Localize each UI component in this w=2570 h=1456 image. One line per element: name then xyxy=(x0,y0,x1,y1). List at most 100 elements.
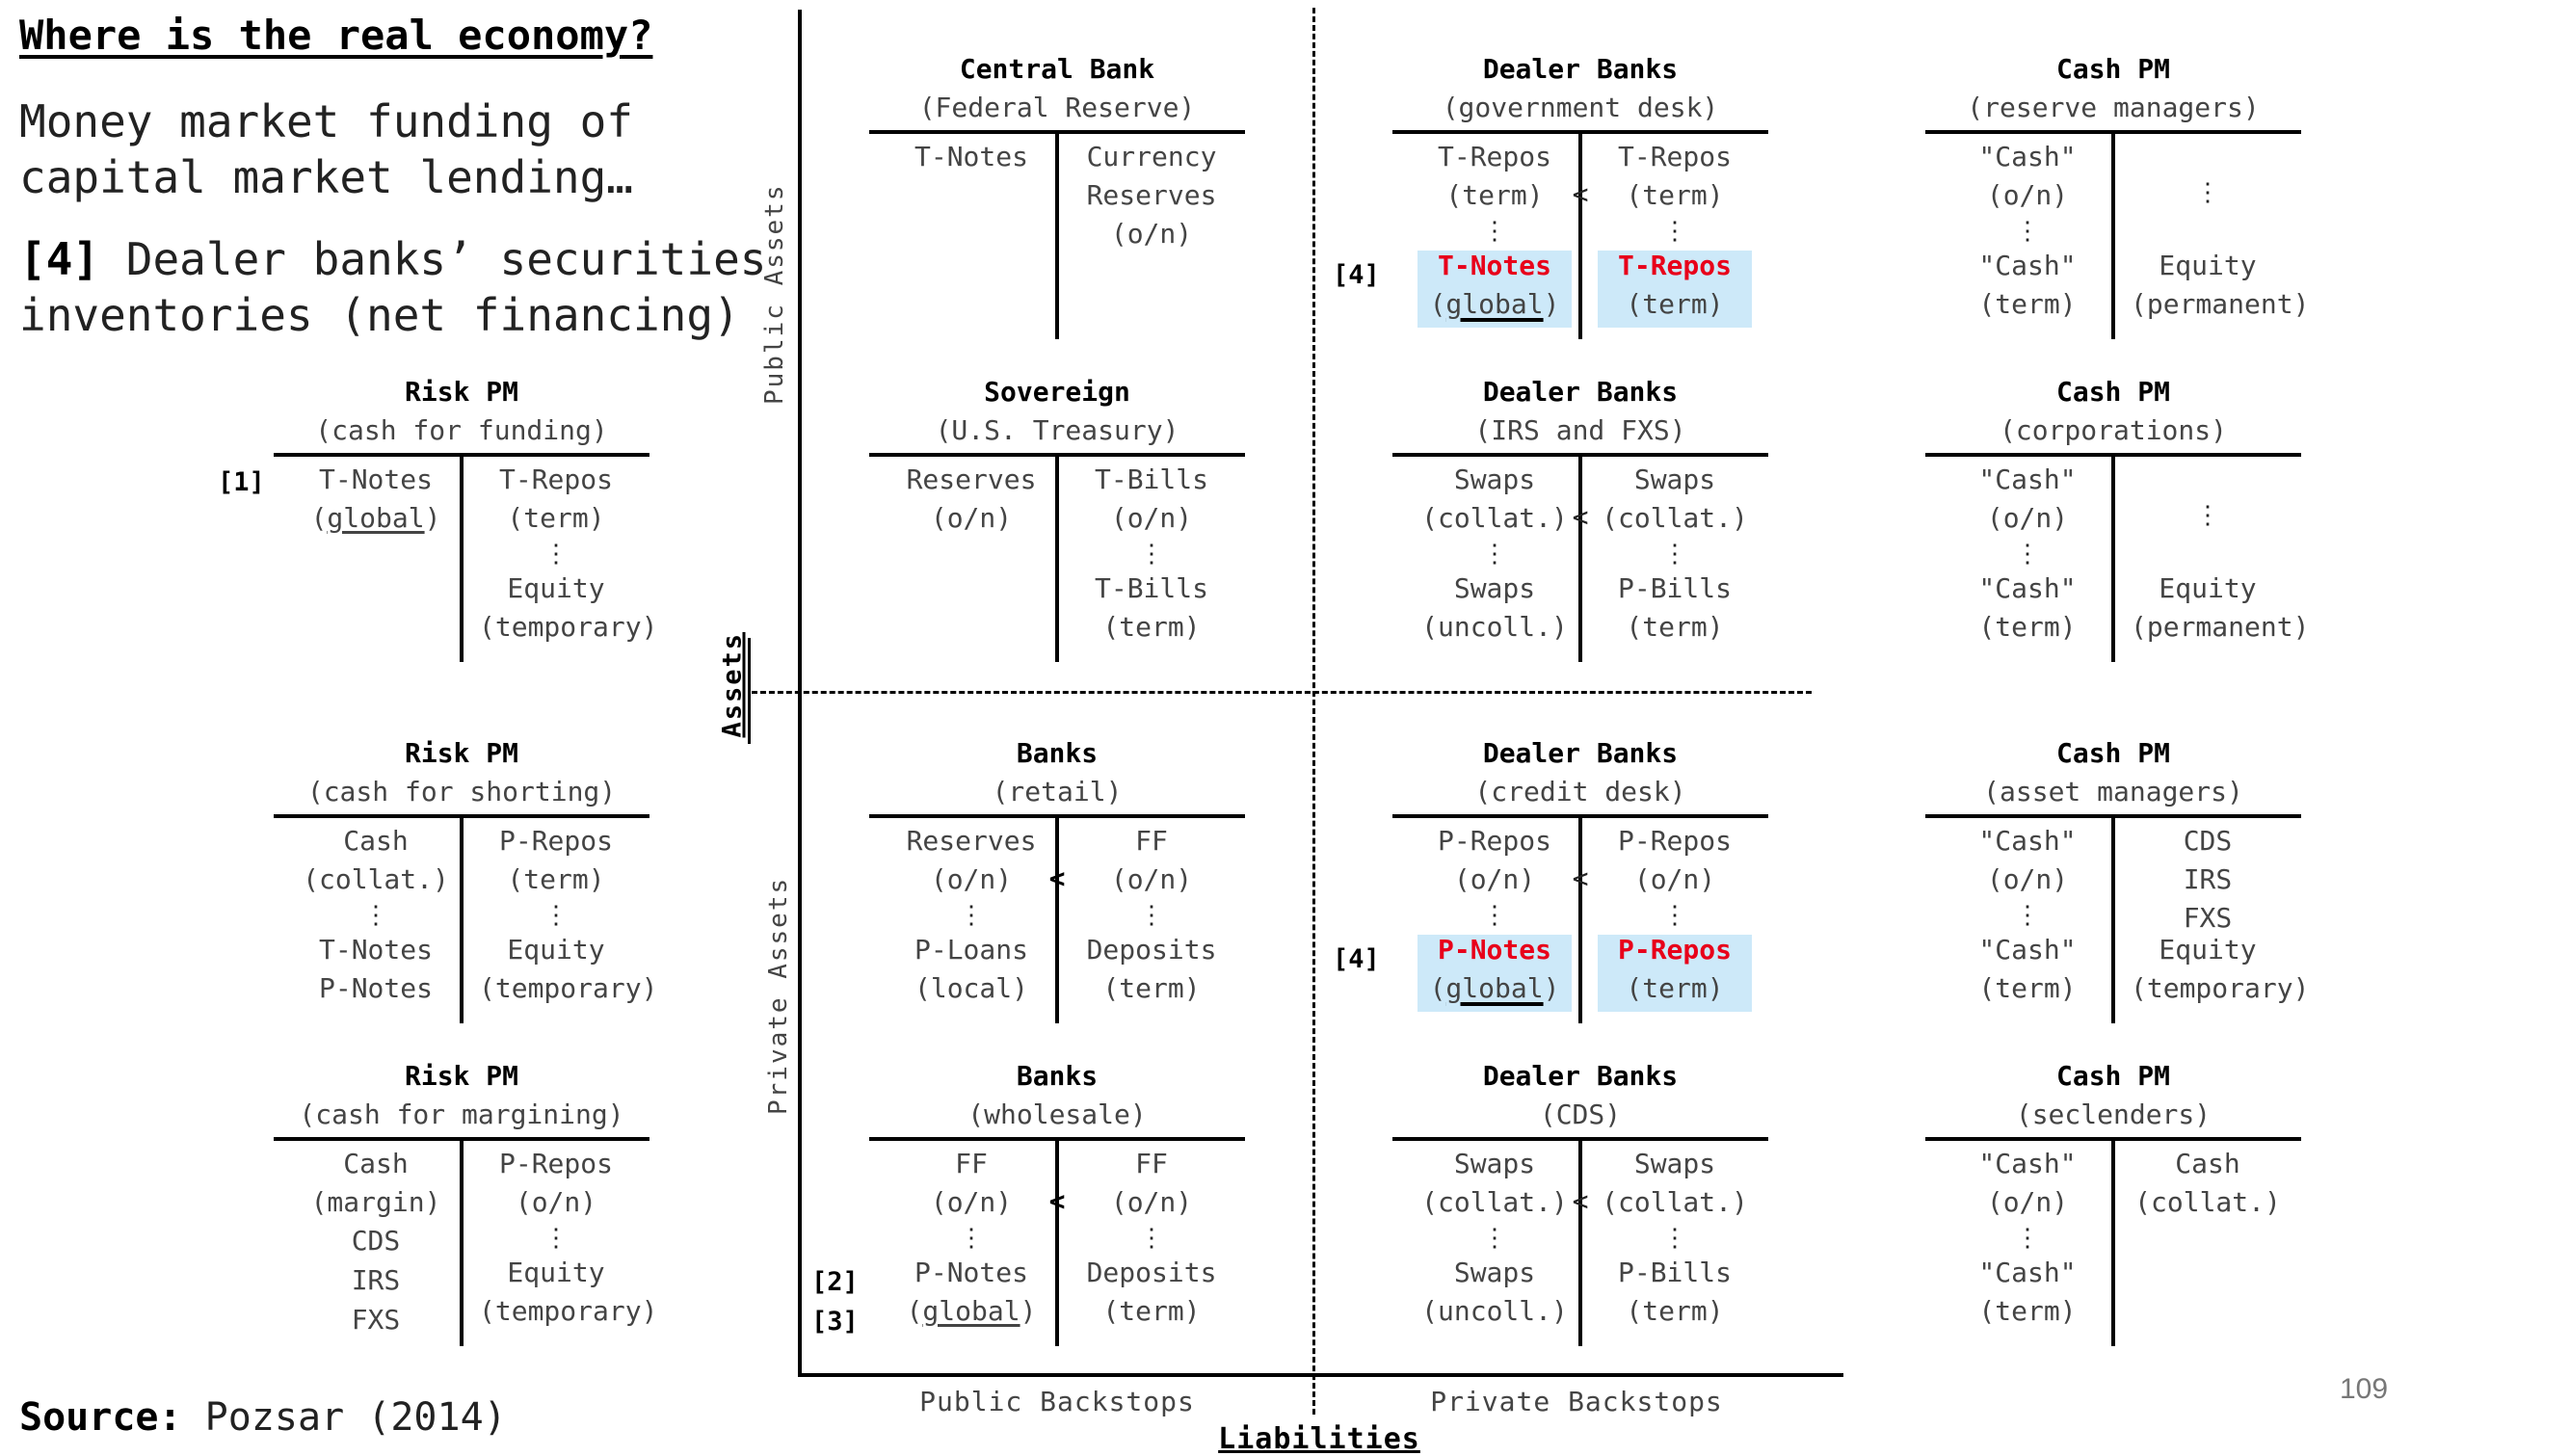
account-title: Dealer Banks xyxy=(1482,1060,1679,1092)
marker-4-bottom: [4] xyxy=(1333,944,1380,974)
entry-label: CDS xyxy=(2183,825,2233,857)
entry-label: T-Notes xyxy=(318,934,433,966)
account-subtitle: (credit desk) xyxy=(1474,776,1686,807)
global-link[interactable]: global xyxy=(922,1295,1020,1327)
entry-label: FF xyxy=(1135,1148,1168,1179)
t-account-banks-wholesale: Banks (wholesale) FF(o/n) FF(o/n) < ⋮ ⋮ … xyxy=(869,1060,1245,1349)
entry-label: P-Notes xyxy=(318,972,433,1004)
asset-entry: FF(o/n) xyxy=(894,1149,1048,1226)
entry-label: T-Repos xyxy=(498,463,613,495)
entry-label: IRS xyxy=(351,1264,401,1296)
account-title: Central Bank xyxy=(959,53,1155,85)
entry-label: Deposits xyxy=(1086,934,1217,966)
entry-label: Swaps xyxy=(1453,572,1536,604)
global-link[interactable]: global xyxy=(1445,288,1544,320)
entry-term: (o/n) xyxy=(1633,863,1716,895)
entry-term: (o/n) xyxy=(930,863,1013,895)
entry-term: (o/n) xyxy=(930,1186,1013,1218)
entry-label: T-Repos xyxy=(1437,141,1551,172)
account-title: Banks xyxy=(1016,737,1099,769)
asset-entry: Reserves(o/n) xyxy=(894,464,1048,542)
entry-label: P-Repos xyxy=(1617,825,1732,857)
account-title: Risk PM xyxy=(404,737,518,769)
liability-entry: Equity (temporary) xyxy=(479,1257,658,1335)
asset-entry: Swaps(uncoll.) xyxy=(1417,1257,1572,1335)
account-middle-rule xyxy=(1055,1139,1059,1346)
account-middle-rule xyxy=(1578,455,1582,662)
entry-term: (collat.) xyxy=(1602,502,1748,534)
entry-term: (term) xyxy=(507,863,605,895)
public-backstops-label: Public Backstops xyxy=(919,1386,1195,1417)
account-subtitle: (seclenders) xyxy=(2015,1099,2212,1130)
global-link[interactable]: global xyxy=(1445,972,1544,1004)
account-title: Cash PM xyxy=(2055,53,2170,85)
t-account-cash-pm-asset-managers: Cash PM (asset managers) "Cash"(o/n) CDS… xyxy=(1925,737,2310,1055)
entry-label: T-Notes xyxy=(914,141,1028,172)
private-backstops-label: Private Backstops xyxy=(1430,1386,1723,1417)
liability-entry: FF(o/n) xyxy=(1074,1149,1229,1226)
liability-entry: P-Repos(o/n) xyxy=(479,1149,633,1226)
entry-label: Cash xyxy=(343,825,409,857)
public-private-asset-divider xyxy=(752,691,1812,694)
asset-entry: "Cash"(o/n) xyxy=(1950,1149,2105,1226)
entry-term: (collat.) xyxy=(1602,1186,1748,1218)
entry-label: Swaps xyxy=(1633,463,1716,495)
asset-entry: Cash(collat.) xyxy=(299,826,453,903)
entry-label: FF xyxy=(1135,825,1168,857)
entry-term: (global) xyxy=(1429,288,1560,320)
source-label: Source: xyxy=(19,1395,182,1440)
account-subtitle: (asset managers) xyxy=(1983,776,2243,807)
assets-bracket xyxy=(748,638,751,744)
marker-2: [2] xyxy=(811,1267,859,1297)
asset-entry: T-Repos (term) xyxy=(1417,142,1572,219)
entry-label: Deposits xyxy=(1086,1257,1217,1288)
entry-term: (term) xyxy=(1626,972,1724,1004)
asset-entry: T-Notes(global) xyxy=(299,464,453,542)
continuation-dots: ⋮ xyxy=(2015,217,2040,246)
liability-entry: Equity(temporary) xyxy=(2131,935,2310,1012)
liability-entry: FF(o/n) xyxy=(1074,826,1229,903)
entry-label: T-Bills xyxy=(1094,463,1208,495)
entry-label: "Cash" xyxy=(1978,1257,2077,1288)
liability-entry: Equity(temporary) xyxy=(479,573,658,650)
entry-term: (temporary) xyxy=(479,611,658,643)
entry-label: Equity xyxy=(507,934,605,966)
continuation-dots: ⋮ xyxy=(1662,540,1687,569)
less-than-symbol: < xyxy=(1048,862,1066,894)
global-link[interactable]: global xyxy=(327,502,425,534)
entry-term: (global) xyxy=(906,1295,1037,1327)
account-middle-rule xyxy=(1055,132,1059,339)
entry-label: Equity xyxy=(507,1257,605,1288)
asset-entry: P-Notes (global) xyxy=(894,1257,1048,1335)
less-than-symbol: < xyxy=(1048,1185,1066,1217)
entry-label: FXS xyxy=(351,1304,401,1336)
entry-label: IRS xyxy=(2183,863,2233,895)
marker-3: [3] xyxy=(811,1307,859,1337)
continuation-dots: ⋮ xyxy=(543,540,569,569)
entry-term: (term) xyxy=(1445,179,1544,211)
entry-label: Reserves xyxy=(1086,179,1217,211)
entry-term: (margin) xyxy=(310,1186,441,1218)
continuation-dots: ⋮ xyxy=(1139,901,1164,930)
account-middle-rule xyxy=(2111,1139,2115,1346)
account-middle-rule xyxy=(460,455,464,662)
continuation-dots: ⋮ xyxy=(959,1224,984,1253)
less-than-symbol: < xyxy=(1572,501,1589,533)
entry-term: (temporary) xyxy=(2131,972,2310,1004)
liability-entry: T-Repos(term) xyxy=(1598,142,1752,219)
liability-entry: T-Bills(o/n) xyxy=(1074,464,1229,542)
entry-term: (temporary) xyxy=(479,1295,658,1327)
private-assets-label: Private Assets xyxy=(764,876,793,1115)
entry-label: "Cash" xyxy=(1978,141,2077,172)
entry-label: CDS xyxy=(351,1225,401,1257)
entry-label: P-Notes xyxy=(914,1257,1028,1288)
account-middle-rule xyxy=(2111,455,2115,662)
liability-entry: T-Bills(term) xyxy=(1074,573,1229,650)
liability-entry: Equity(permanent) xyxy=(2131,251,2309,328)
account-subtitle: (government desk) xyxy=(1442,92,1719,123)
entry-term: (collat.) xyxy=(1421,1186,1568,1218)
assets-axis-label: Assets xyxy=(717,631,748,738)
entry-label: "Cash" xyxy=(1978,934,2077,966)
